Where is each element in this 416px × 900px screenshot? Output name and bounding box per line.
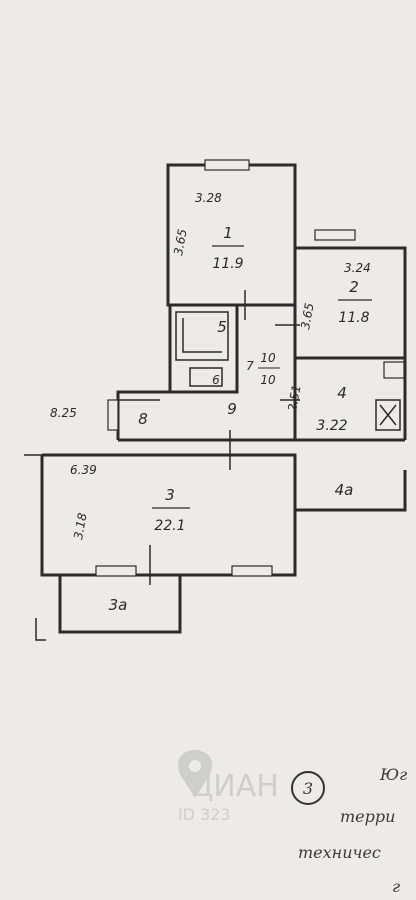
watermark-id: ID 323 — [178, 805, 231, 824]
room-3a-number: 3а — [109, 596, 128, 614]
room-6-number: 6 — [212, 373, 220, 387]
room-2-number: 2 — [349, 278, 359, 296]
edge-mark — [35, 618, 46, 641]
windows — [95, 159, 405, 577]
window-room-3-a — [95, 565, 137, 577]
wall-room-4a — [293, 470, 407, 512]
room-8-number: 8 — [138, 410, 148, 428]
stamp-number: 3 — [303, 779, 313, 798]
stamp-line-4: г — [392, 877, 400, 896]
room-3a: 3а — [109, 596, 128, 614]
watermark-brand: ЦИАН — [190, 769, 279, 804]
window-room-4 — [383, 361, 405, 379]
stamp-line-3: техничес — [298, 843, 381, 862]
room-2-height: 3.65 — [298, 302, 316, 331]
cabinet-4 — [375, 399, 401, 431]
room-9-number: 9 — [227, 400, 237, 418]
room-1-area: 11.9 — [212, 256, 243, 272]
window-room-8 — [107, 399, 119, 431]
stamp-circle — [291, 771, 325, 805]
room-8-dim: 8.25 — [50, 406, 77, 420]
watermark: ЦИАН ID 323 — [177, 750, 279, 824]
bath-tub-5 — [175, 311, 229, 361]
window-room-1 — [204, 159, 250, 171]
wall-bath-block — [170, 305, 239, 394]
room-2: 2 11.8 3.24 3.65 — [298, 261, 372, 331]
room-7: 7 — [246, 359, 254, 373]
window-room-2 — [314, 229, 356, 241]
room-4-number: 4 — [337, 384, 347, 402]
room-1: 1 11.9 3.28 3.65 — [171, 191, 244, 272]
window-room-3-b — [231, 565, 273, 577]
sink-6 — [189, 367, 223, 387]
room-10: 10 10 — [258, 351, 280, 387]
room-6: 6 — [212, 373, 220, 387]
room-3-height: 3.18 — [71, 511, 89, 540]
room-1-number: 1 — [223, 224, 233, 242]
room-10-area: 10 — [260, 373, 276, 387]
room-7-number: 7 — [246, 359, 254, 373]
room-4-area: 3.22 — [316, 418, 347, 434]
wall-room-3a — [58, 575, 182, 634]
room-4a-number: 4а — [335, 481, 354, 499]
room-4: 4 3.22 2.51 — [285, 384, 348, 434]
room-8: 8 8.25 — [50, 406, 148, 428]
wall-room-3 — [40, 453, 297, 577]
room-2-area: 11.8 — [338, 310, 369, 326]
room-1-width: 3.28 — [195, 191, 222, 205]
room-9: 9 — [227, 400, 237, 418]
room-3-area: 22.1 — [154, 518, 185, 534]
stamp: 3 Юг терри техничес г — [291, 765, 407, 896]
room-10-number: 10 — [260, 351, 276, 365]
room-2-width: 3.24 — [344, 261, 371, 275]
room-3-width: 6.39 — [70, 463, 97, 477]
stamp-line-1: Юг — [379, 765, 407, 784]
wall-room-2 — [295, 246, 407, 440]
room-3-number: 3 — [165, 486, 175, 504]
room-5: 5 — [217, 318, 227, 336]
room-3: 3 22.1 6.39 3.18 — [70, 463, 190, 541]
room-4-height: 2.51 — [285, 384, 303, 413]
room-4a: 4а — [335, 481, 354, 499]
walls — [40, 163, 407, 634]
stamp-line-2: терри — [340, 807, 395, 826]
bath-inner — [182, 318, 222, 353]
location-pin-icon — [177, 750, 213, 798]
room-5-number: 5 — [217, 318, 227, 336]
partitions — [24, 290, 401, 641]
room-3-ledge — [24, 454, 43, 478]
cabinet-mark — [379, 404, 397, 426]
room-1-height: 3.65 — [171, 228, 189, 257]
